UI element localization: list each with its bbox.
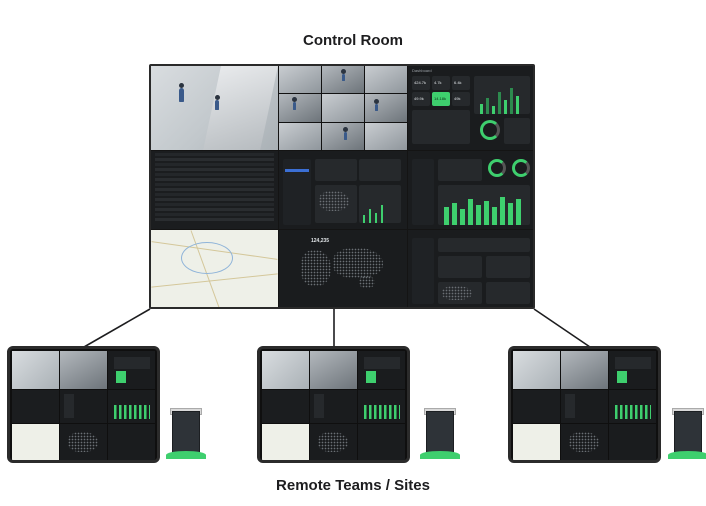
building-icon: [166, 408, 206, 459]
map-total: 124,235: [311, 238, 330, 244]
dashboard-header: Dashboard: [412, 68, 432, 73]
building-icon: [420, 408, 460, 459]
diagram-caption: Remote Teams / Sites: [276, 477, 430, 494]
remote-tablet-1: [7, 346, 160, 463]
world-map-panel: 124,235: [279, 230, 407, 307]
data-table-panel: [151, 151, 278, 229]
connector-right: [533, 308, 591, 348]
kpi-2: 4.7k: [434, 80, 442, 85]
building-icon: [668, 408, 706, 459]
remote-tablet-2: [257, 346, 410, 463]
dashboard-panel: Dashboard 424.7k 4.7k 6.4k 49.9k 14.18k …: [408, 66, 533, 150]
diagram-title: Control Room: [303, 32, 403, 49]
video-wall: Dashboard 424.7k 4.7k 6.4k 49.9k 14.18k …: [149, 64, 535, 309]
kpi-5: 14.18k: [434, 96, 447, 101]
kpi-1: 424.7k: [414, 80, 427, 85]
camera-feed-main: [151, 66, 278, 150]
map-panel: [151, 230, 278, 307]
statistics-panel: [408, 151, 533, 229]
remote-tablet-3: [508, 346, 661, 463]
connector-left: [83, 308, 151, 348]
kpi-3: 6.4k: [454, 80, 462, 85]
kpi-4: 49.9k: [414, 96, 424, 101]
kpi-6: 49k: [454, 96, 461, 101]
analytics-panel: [279, 151, 407, 229]
metrics-panel: [408, 230, 533, 307]
camera-grid: [279, 66, 407, 150]
